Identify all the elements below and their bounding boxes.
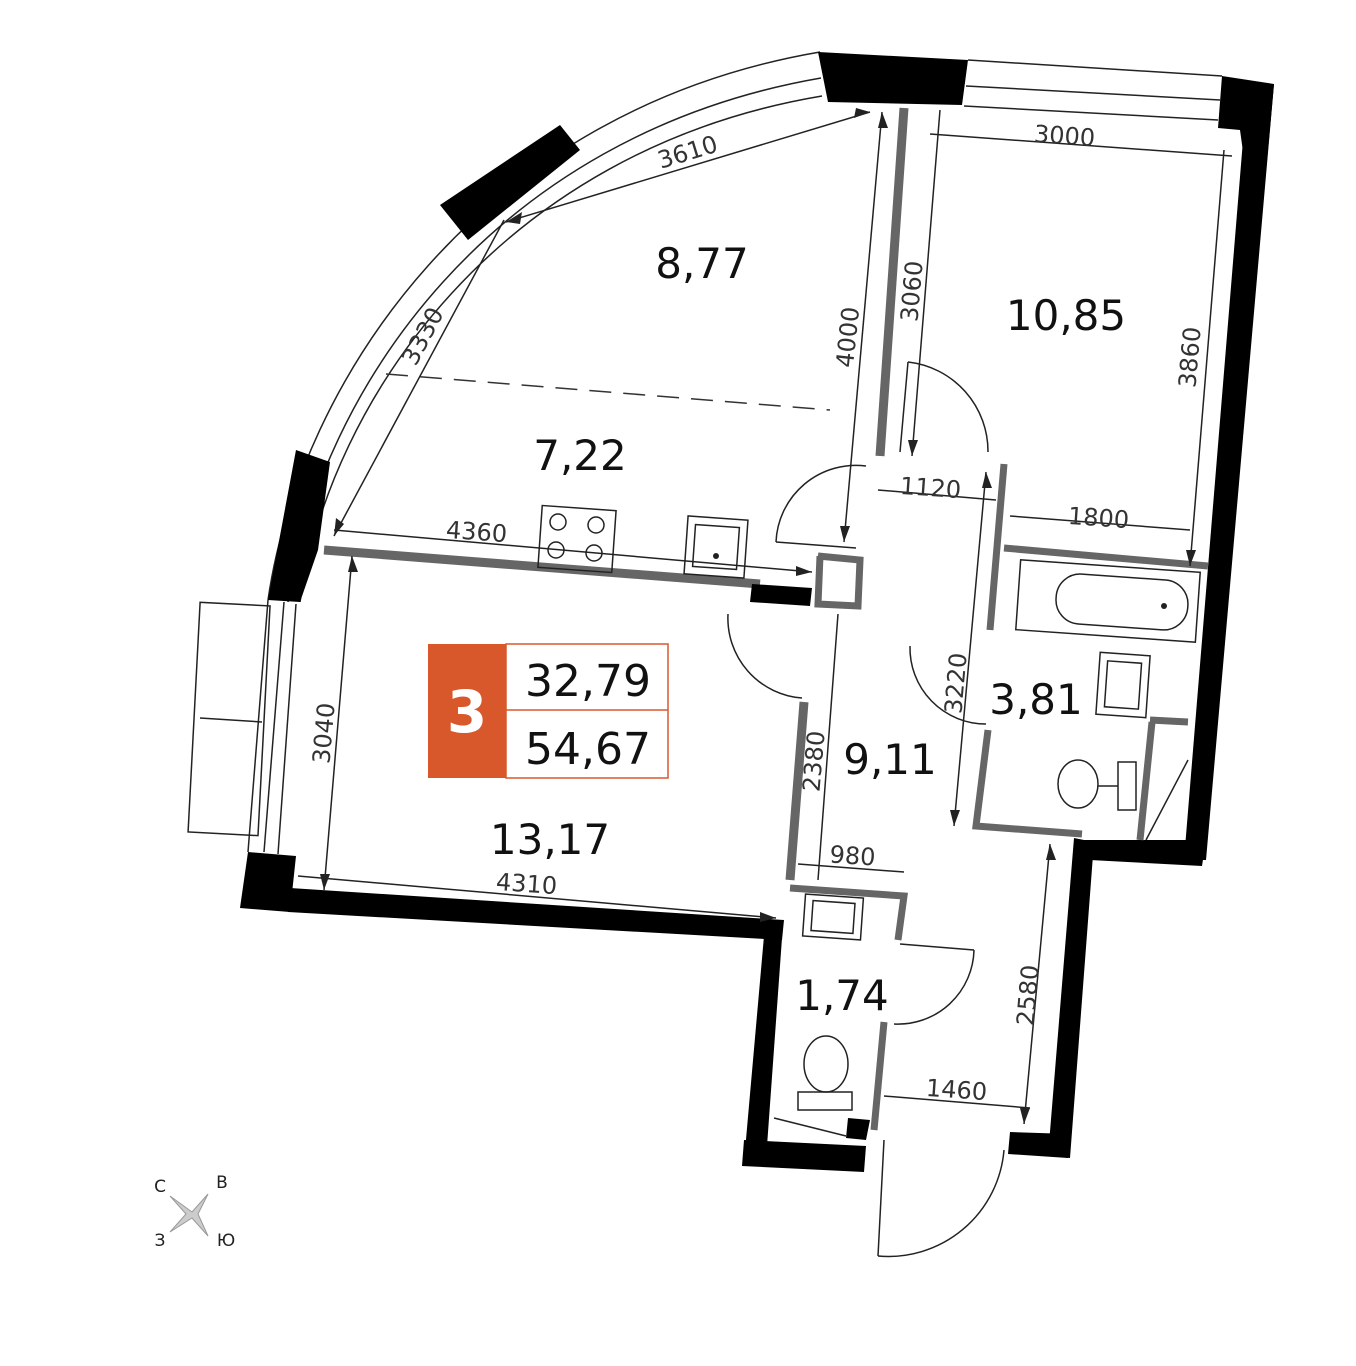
curved-facade bbox=[267, 51, 968, 603]
dim-1800: 1800 bbox=[1067, 502, 1130, 534]
compass-east: В bbox=[216, 1173, 228, 1193]
doors bbox=[727, 361, 1005, 1258]
dim-1120: 1120 bbox=[899, 472, 962, 504]
badge-accent bbox=[428, 644, 506, 778]
dim-4310: 4310 bbox=[495, 868, 558, 900]
room-area-hall: 9,11 bbox=[843, 735, 937, 784]
toilet-icon bbox=[1057, 759, 1099, 809]
dim-3610: 3610 bbox=[654, 130, 721, 175]
room-area-bedroom-right: 10,85 bbox=[1006, 291, 1126, 340]
compass-north: С bbox=[154, 1177, 166, 1197]
apartment-badge: 3 32,79 54,67 bbox=[428, 643, 669, 779]
dim-2580: 2580 bbox=[1011, 964, 1044, 1027]
interior-walls bbox=[323, 107, 1209, 1131]
stove-icon bbox=[537, 504, 617, 574]
bathtub-icon bbox=[1014, 559, 1202, 643]
compass-west: З bbox=[155, 1231, 166, 1251]
compass-rose-icon bbox=[169, 1193, 209, 1237]
bath-sink-icon bbox=[1095, 651, 1151, 719]
room-area-kitchen: 7,22 bbox=[533, 431, 627, 480]
dim-3040: 3040 bbox=[307, 702, 340, 765]
right-wall bbox=[1008, 84, 1274, 1158]
dim-4360: 4360 bbox=[445, 516, 508, 548]
room-area-bedroom-upper: 8,77 bbox=[655, 239, 749, 288]
room-area-wc: 1,74 bbox=[795, 971, 889, 1020]
room-area-living: 13,17 bbox=[490, 815, 610, 864]
dim-980: 980 bbox=[829, 840, 877, 871]
living-area: 32,79 bbox=[525, 656, 651, 707]
fixtures bbox=[537, 504, 1202, 1137]
dim-1460: 1460 bbox=[925, 1074, 988, 1106]
dimension-lines bbox=[297, 108, 1233, 1125]
compass: С В З Ю bbox=[154, 1173, 235, 1251]
rooms-count: 3 bbox=[447, 678, 487, 746]
dim-3000: 3000 bbox=[1033, 120, 1096, 152]
kitchen-sink-icon bbox=[683, 515, 749, 579]
total-area: 54,67 bbox=[525, 724, 651, 775]
room-area-bathroom: 3,81 bbox=[989, 675, 1083, 724]
dim-3220: 3220 bbox=[939, 652, 972, 715]
dim-2380: 2380 bbox=[797, 730, 830, 793]
compass-south: Ю bbox=[217, 1231, 235, 1251]
wc-toilet-icon bbox=[803, 1035, 849, 1093]
dim-3860: 3860 bbox=[1173, 326, 1206, 389]
dim-4000: 4000 bbox=[831, 305, 865, 369]
wc-sink-icon bbox=[801, 893, 865, 941]
dim-3060: 3060 bbox=[895, 260, 928, 323]
left-wall bbox=[187, 599, 866, 1172]
top-facade bbox=[963, 59, 1274, 260]
